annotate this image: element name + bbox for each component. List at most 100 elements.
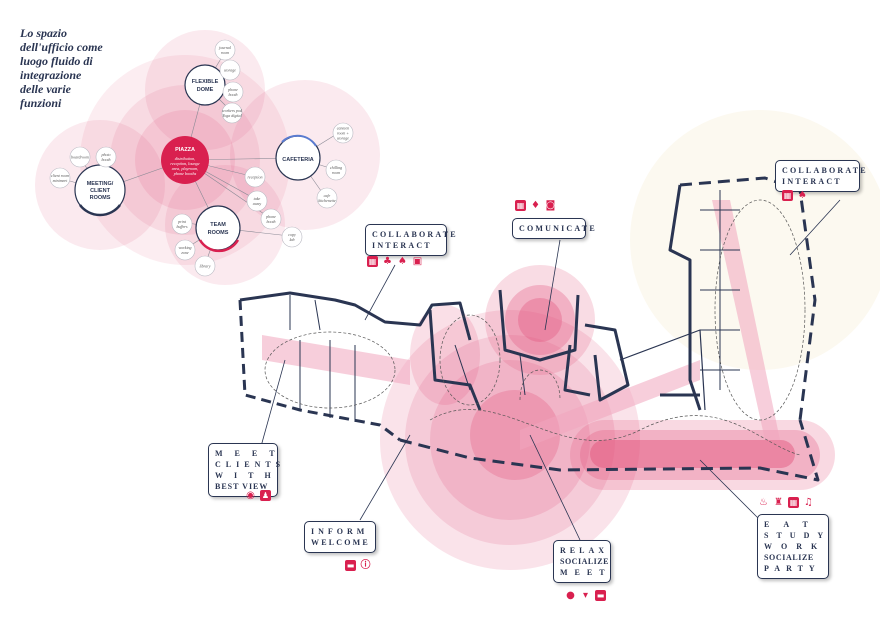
callout-text: CLIENTS [215, 460, 286, 469]
collab-right-icons: ▦ ♠ [782, 190, 808, 201]
piazza-node [161, 136, 209, 184]
collab-top-icons: ▦ ♣ ♠ ▣ [367, 256, 423, 267]
meeting-label-1: MEETING/ [87, 181, 114, 187]
satellite-node [332, 122, 354, 144]
callout-text: PARTY [764, 564, 821, 573]
team-label-1: TEAM [210, 222, 226, 228]
camera-icon: ◙ [545, 200, 556, 211]
satellite-label: workers pod [222, 108, 243, 113]
flow-paths [264, 199, 806, 456]
satellite-label: canteen [337, 126, 349, 131]
satellite-label: boardroom [71, 155, 89, 160]
callout-text: MEET [215, 449, 287, 458]
coffee-icon: ▾ [582, 590, 589, 601]
satellite-label: storage [224, 68, 236, 73]
flexible-dome-node [184, 64, 226, 106]
callout-collaborate-right: COLLABORATE INTERACT [775, 160, 868, 192]
diagram-title: Lo spazio dell'ufficio come luogo fluido… [20, 26, 103, 110]
group-icon: ♣ [383, 256, 392, 267]
cafeteria-label: CAFETERIA [282, 157, 314, 163]
satellite-label: take [254, 196, 261, 201]
satellite-label: room [332, 170, 340, 175]
callout-text: COLLABORATE [782, 166, 868, 175]
team-label-2: ROOMS [208, 230, 229, 236]
presentation-icon: ▦ [367, 256, 378, 267]
satellite-label: client room [51, 173, 69, 178]
inform-icons: ▬ ⓘ [345, 560, 371, 571]
satellite-label: booth [101, 157, 110, 162]
satellite-label: reception [248, 175, 263, 180]
satellite-label: room + [337, 131, 349, 136]
eye-icon: ◉ [246, 490, 255, 501]
callout-text: BEST VIEW [215, 482, 269, 491]
callout-text: INFORM [311, 527, 369, 536]
flexible-label-2: DOME [197, 87, 214, 93]
party-icon: ♫ [804, 497, 813, 508]
floor-walls [238, 176, 820, 482]
video-call-icon: ▣ [412, 256, 423, 267]
callout-text: EAT [764, 520, 822, 529]
satellite-label: working [178, 245, 191, 250]
satellite-label: photo [100, 152, 110, 157]
satellite-label: library [199, 264, 210, 269]
callout-leaders [259, 199, 841, 541]
satellite-node [174, 239, 196, 261]
meeting-label-2: CLIENT [90, 188, 111, 194]
interior-walls [289, 190, 740, 422]
satellite-label: buffers [176, 224, 188, 229]
meeting-label-3: ROOMS [90, 195, 111, 201]
callout-text: INTERACT [782, 177, 842, 186]
satellite-label: phone [227, 87, 238, 92]
screen-icon: ▦ [515, 200, 526, 211]
satellite-node [214, 39, 236, 61]
speaker-icon: ♦ [531, 200, 540, 211]
piazza-desc-line: reception, lounge [170, 161, 199, 167]
callout-collaborate-top: COLLABORATE INTERACT [365, 224, 456, 256]
satellite-node [221, 102, 243, 124]
callout-eat: EAT STUDY WORK SOCIALIZE PARTY [757, 514, 829, 579]
callout-text: WORK [764, 542, 827, 551]
callout-relax: RELAX SOCIALIZE MEET [553, 540, 611, 583]
satellite-label: chilling [330, 165, 342, 170]
callout-text: COMUNICATE [519, 224, 597, 233]
comunicate-icons: ▦ ♦ ◙ [515, 200, 556, 211]
satellite-label: room [221, 50, 229, 55]
piazza-desc-line: phone booths [173, 171, 197, 176]
satellite-node [49, 167, 71, 189]
handshake-icon: ♟ [260, 490, 271, 501]
satellite-label: Yoga digital [222, 113, 242, 118]
chat-icon: ● [566, 590, 575, 601]
flexible-label-1: FLEXIBLE [192, 79, 219, 85]
people-icon: ♠ [398, 256, 407, 267]
satellite-node [281, 226, 303, 248]
satellite-node [222, 81, 244, 103]
satellite-label: booth [266, 219, 275, 224]
callout-text: WITH [215, 471, 282, 480]
relax-icons: ● ▾ ▬ [565, 590, 606, 601]
info-icon: ⓘ [360, 560, 371, 571]
satellite-node [194, 255, 216, 277]
heat-zones [262, 200, 835, 570]
satellite-label: away [253, 201, 262, 206]
satellite-label: cafe [324, 193, 331, 198]
satellite-label: print [177, 219, 187, 224]
satellite-label: minimeet [53, 178, 69, 183]
callout-text: SOCIALIZE [764, 553, 814, 562]
callout-text: MEET [560, 568, 612, 577]
satellite-label: kitchenette [318, 198, 336, 203]
callout-comunicate: COMUNICATE [512, 218, 597, 239]
satellite-node [69, 146, 91, 168]
satellite-label: journal [218, 45, 232, 50]
callout-text: WELCOME [311, 538, 370, 547]
callout-text: RELAX [560, 546, 609, 555]
callout-text: STUDY [764, 531, 832, 540]
satellite-label: copy [288, 232, 296, 237]
piazza-title: PIAZZA [175, 147, 195, 153]
satellite-node [219, 59, 241, 81]
satellite-node [260, 208, 282, 230]
sofa-icon: ▬ [595, 590, 606, 601]
callout-text: INTERACT [372, 241, 432, 250]
reception-desk-icon: ▬ [345, 560, 356, 571]
